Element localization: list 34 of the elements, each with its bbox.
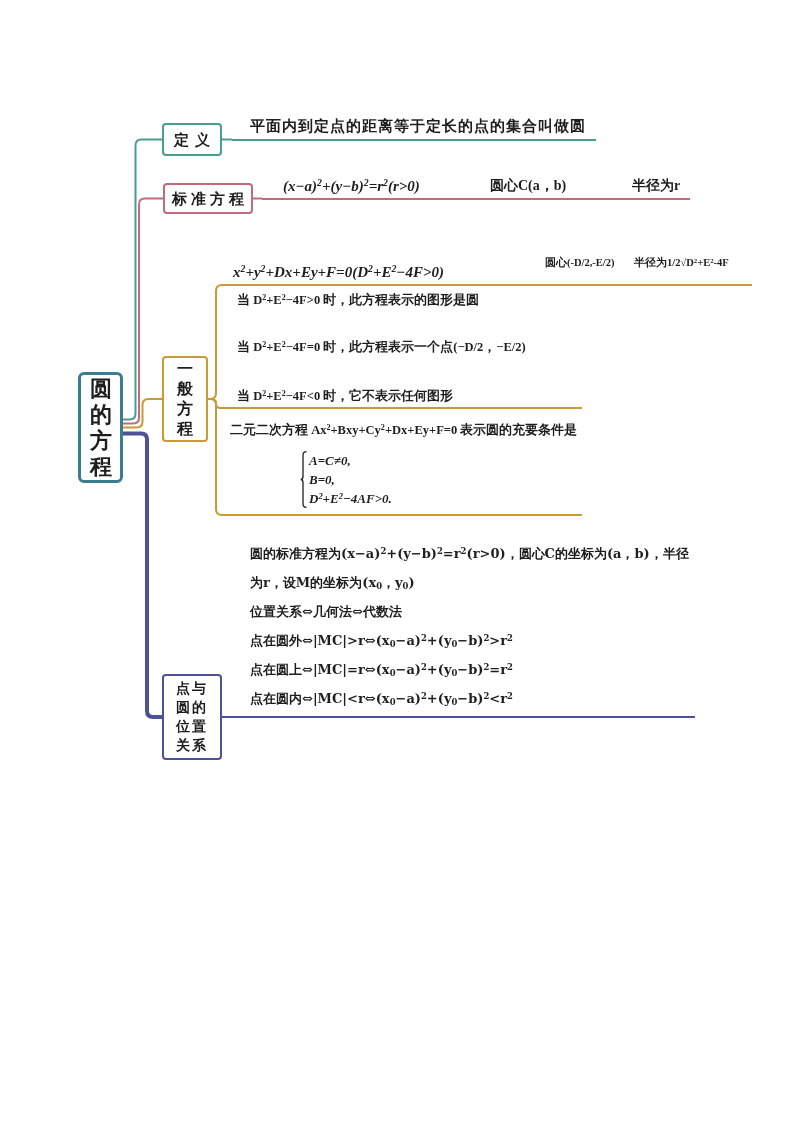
definition-text: 平面内到定点的距离等于定长的点的集合叫做圆 xyxy=(250,117,586,136)
radius-text: 半径为1/2√D$^{2}$+E$^{2}$-4F xyxy=(634,256,729,270)
equation-text: 圆的标准方程为(x−a)$^{2}$+(y−b)$^{2}$=r$^{2}$(r>0)，圆心C的坐标为(a，b)，半径为r，设M的坐标为(x$_{0}$，y$_{0}$) xyxy=(250,544,690,594)
condition-text: 当 D$^{2}$+E$^{2}$−4F>0 时，此方程表示的图形是圆 xyxy=(237,293,480,309)
case-text: D$^{2}$+E$^{2}$−4AF>0. xyxy=(309,489,392,508)
formula-text: (x−a)$^{2}$+(y−b)$^{2}$=r$^{2}$(r>0) xyxy=(283,177,420,196)
branch-line xyxy=(122,398,163,429)
radius-text: 半径为r xyxy=(632,177,681,195)
underlined-topic xyxy=(262,175,690,200)
branch-line xyxy=(221,716,233,718)
underlined-topic xyxy=(232,115,596,141)
topic-box: 标准方程 xyxy=(163,183,253,214)
center-text: 圆心(-D/2,-E/2) xyxy=(545,256,615,270)
topic-box: 点与圆的位置关系 xyxy=(162,674,222,760)
case-text: A=C≠0, xyxy=(309,452,351,470)
condition-text: 二元二次方程 Ax$^{2}$+Bxy+Cy$^{2}$+Dx+Ey+F=0 表示圆的充要条件是 xyxy=(230,423,578,439)
relation-text: 点在圆上⇔|MC|=r⇔(x$_{0}$−a)$^{2}$+(y$_{0}$−b)$^{2}$=r$^{2}$ xyxy=(250,660,513,681)
branch-line xyxy=(207,398,223,516)
branch-line xyxy=(221,138,233,141)
branch-line xyxy=(123,431,162,719)
topic-box: 定义 xyxy=(162,123,222,156)
formula-text: x$^{2}$+y$^{2}$+Dx+Ey+F=0(D$^{2}$+E$^{2}$−4F>0) xyxy=(233,263,444,282)
case-text: B=0, xyxy=(309,471,335,489)
branch-line xyxy=(122,138,163,421)
relation-text: 位置关系⇔几何法⇔代数法 xyxy=(250,603,402,621)
center-text: 圆心C(a，b) xyxy=(490,177,567,195)
branch-line xyxy=(252,197,263,200)
relation-text: 点在圆内⇔|MC|<r⇔(x$_{0}$−a)$^{2}$+(y$_{0}$−b)$^{2}$<r$^{2}$ xyxy=(250,689,513,710)
condition-text: 当 D$^{2}$+E$^{2}$−4F=0 时，此方程表示一个点(−D/2，−E/2) xyxy=(237,340,526,356)
condition-text: 当 D$^{2}$+E$^{2}$−4F<0 时，它不表示任何图形 xyxy=(237,389,454,405)
branch-line xyxy=(122,197,164,425)
topic-box: 一般方程 xyxy=(162,356,208,442)
relation-text: 点在圆外⇔|MC|>r⇔(x$_{0}$−a)$^{2}$+(y$_{0}$−b)$^{2}$>r$^{2}$ xyxy=(250,631,513,652)
central-topic-box: 圆的方程 xyxy=(78,372,123,483)
